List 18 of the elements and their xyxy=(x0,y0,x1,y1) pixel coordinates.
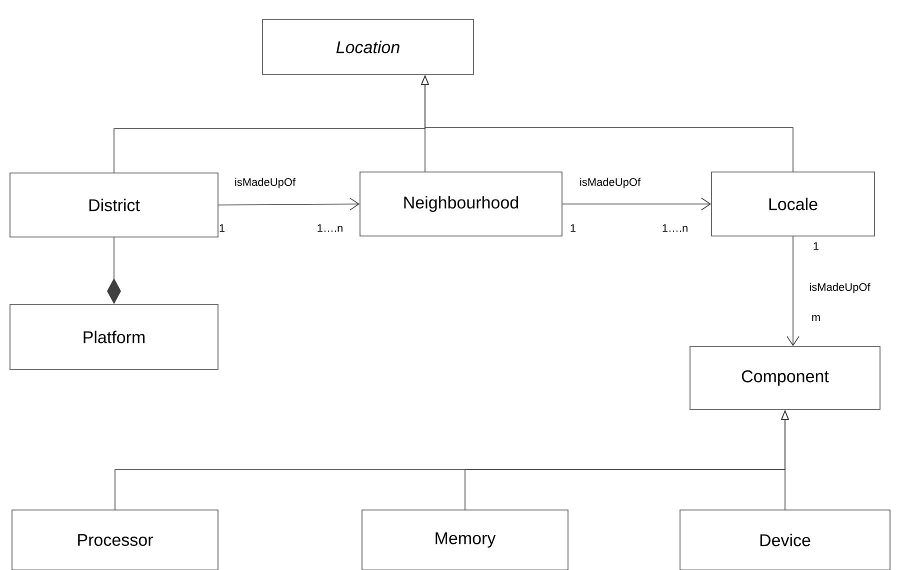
association-arrow xyxy=(218,198,360,210)
class-box: Neighbourhood xyxy=(360,172,562,236)
edge-label: isMadeUpOf xyxy=(233,176,297,190)
class-box: Locale xyxy=(711,172,875,236)
class-box: Component xyxy=(690,346,880,410)
class-box: Location xyxy=(262,19,474,75)
class-box: Memory xyxy=(362,510,568,570)
edge-label: isMadeUpOf xyxy=(578,176,642,190)
association-arrow xyxy=(562,198,712,210)
multiplicity-label: m xyxy=(812,315,820,321)
class-box: Device xyxy=(680,510,890,570)
multiplicity-label: 1….n xyxy=(662,224,688,232)
class-box: District xyxy=(10,172,218,238)
class-box: Platform xyxy=(10,304,218,370)
edge-label: isMadeUpOf xyxy=(808,282,872,294)
association-arrow xyxy=(786,236,800,346)
multiplicity-label: 1….n xyxy=(318,224,342,232)
class-box: Processor xyxy=(12,510,218,570)
